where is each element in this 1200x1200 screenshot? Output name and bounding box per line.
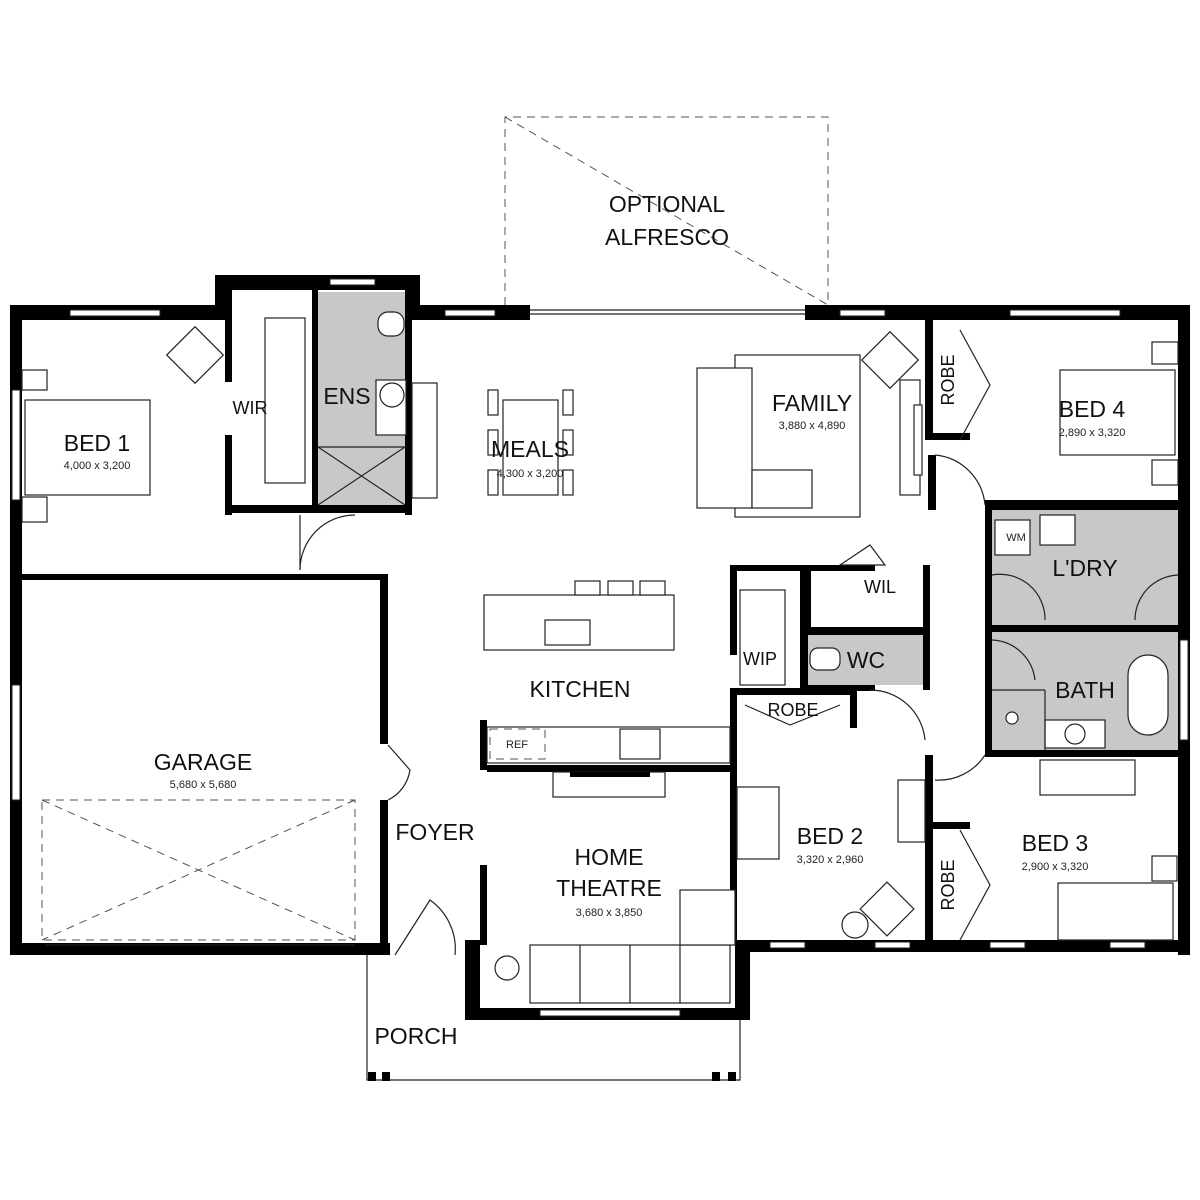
family-size: 3,880 x 4,890 xyxy=(779,420,846,432)
theatre-label-2: THEATRE xyxy=(556,875,662,901)
meals-size: 4,300 x 3,200 xyxy=(497,468,564,480)
robe-bed4-label: ROBE xyxy=(938,354,958,405)
bath-label: BATH xyxy=(1055,677,1115,703)
wir-label: WIR xyxy=(233,398,268,418)
wip-label: WIP xyxy=(743,649,777,669)
bed2-size: 3,320 x 2,960 xyxy=(797,854,864,866)
meals-label: MEALS xyxy=(491,436,569,462)
laundry-label: L'DRY xyxy=(1052,555,1117,581)
wm-label: WM xyxy=(1006,532,1026,544)
foyer-label: FOYER xyxy=(395,819,474,845)
bed3-label: BED 3 xyxy=(1022,830,1088,856)
robe-bed3-label: ROBE xyxy=(938,859,958,910)
bed1-size: 4,000 x 3,200 xyxy=(64,460,131,472)
room-labels: OPTIONAL ALFRESCO BED 1 4,000 x 3,200 WI… xyxy=(64,191,1126,1049)
porch-outline xyxy=(366,955,741,1081)
windows xyxy=(11,278,1189,1017)
bed4-size: 2,890 x 3,320 xyxy=(1059,427,1126,439)
ens-label: ENS xyxy=(323,383,370,409)
kitchen-bench xyxy=(486,726,731,764)
theatre-size: 3,680 x 3,850 xyxy=(576,907,643,919)
bed2-bed xyxy=(736,786,780,860)
ref-label: REF xyxy=(506,739,528,751)
wc-label: WC xyxy=(847,647,885,673)
kitchen-label: KITCHEN xyxy=(530,676,631,702)
garage-size: 5,680 x 5,680 xyxy=(170,779,237,791)
alfresco-outline xyxy=(504,116,829,306)
bed3-bed xyxy=(1057,882,1174,941)
bed4-label: BED 4 xyxy=(1059,396,1126,422)
bed4-bed xyxy=(1059,369,1176,456)
furniture xyxy=(21,311,1179,1004)
doors xyxy=(299,329,1179,956)
bed1-bed xyxy=(24,399,151,496)
wil-label: WIL xyxy=(864,577,896,597)
meals-table xyxy=(502,399,559,496)
robe-bed2-label: ROBE xyxy=(767,700,818,720)
family-label: FAMILY xyxy=(772,390,852,416)
theatre-label: HOME xyxy=(575,844,644,870)
garage-door-outline xyxy=(41,799,356,941)
alfresco-label-2: ALFRESCO xyxy=(605,224,729,250)
bed3-size: 2,900 x 3,320 xyxy=(1022,861,1089,873)
porch-label: PORCH xyxy=(374,1023,457,1049)
garage-label: GARAGE xyxy=(154,749,252,775)
bed2-label: BED 2 xyxy=(797,823,863,849)
family-sofa xyxy=(696,367,753,509)
bed1-label: BED 1 xyxy=(64,430,130,456)
alfresco-label: OPTIONAL xyxy=(609,191,726,217)
bathtub xyxy=(1127,654,1169,736)
